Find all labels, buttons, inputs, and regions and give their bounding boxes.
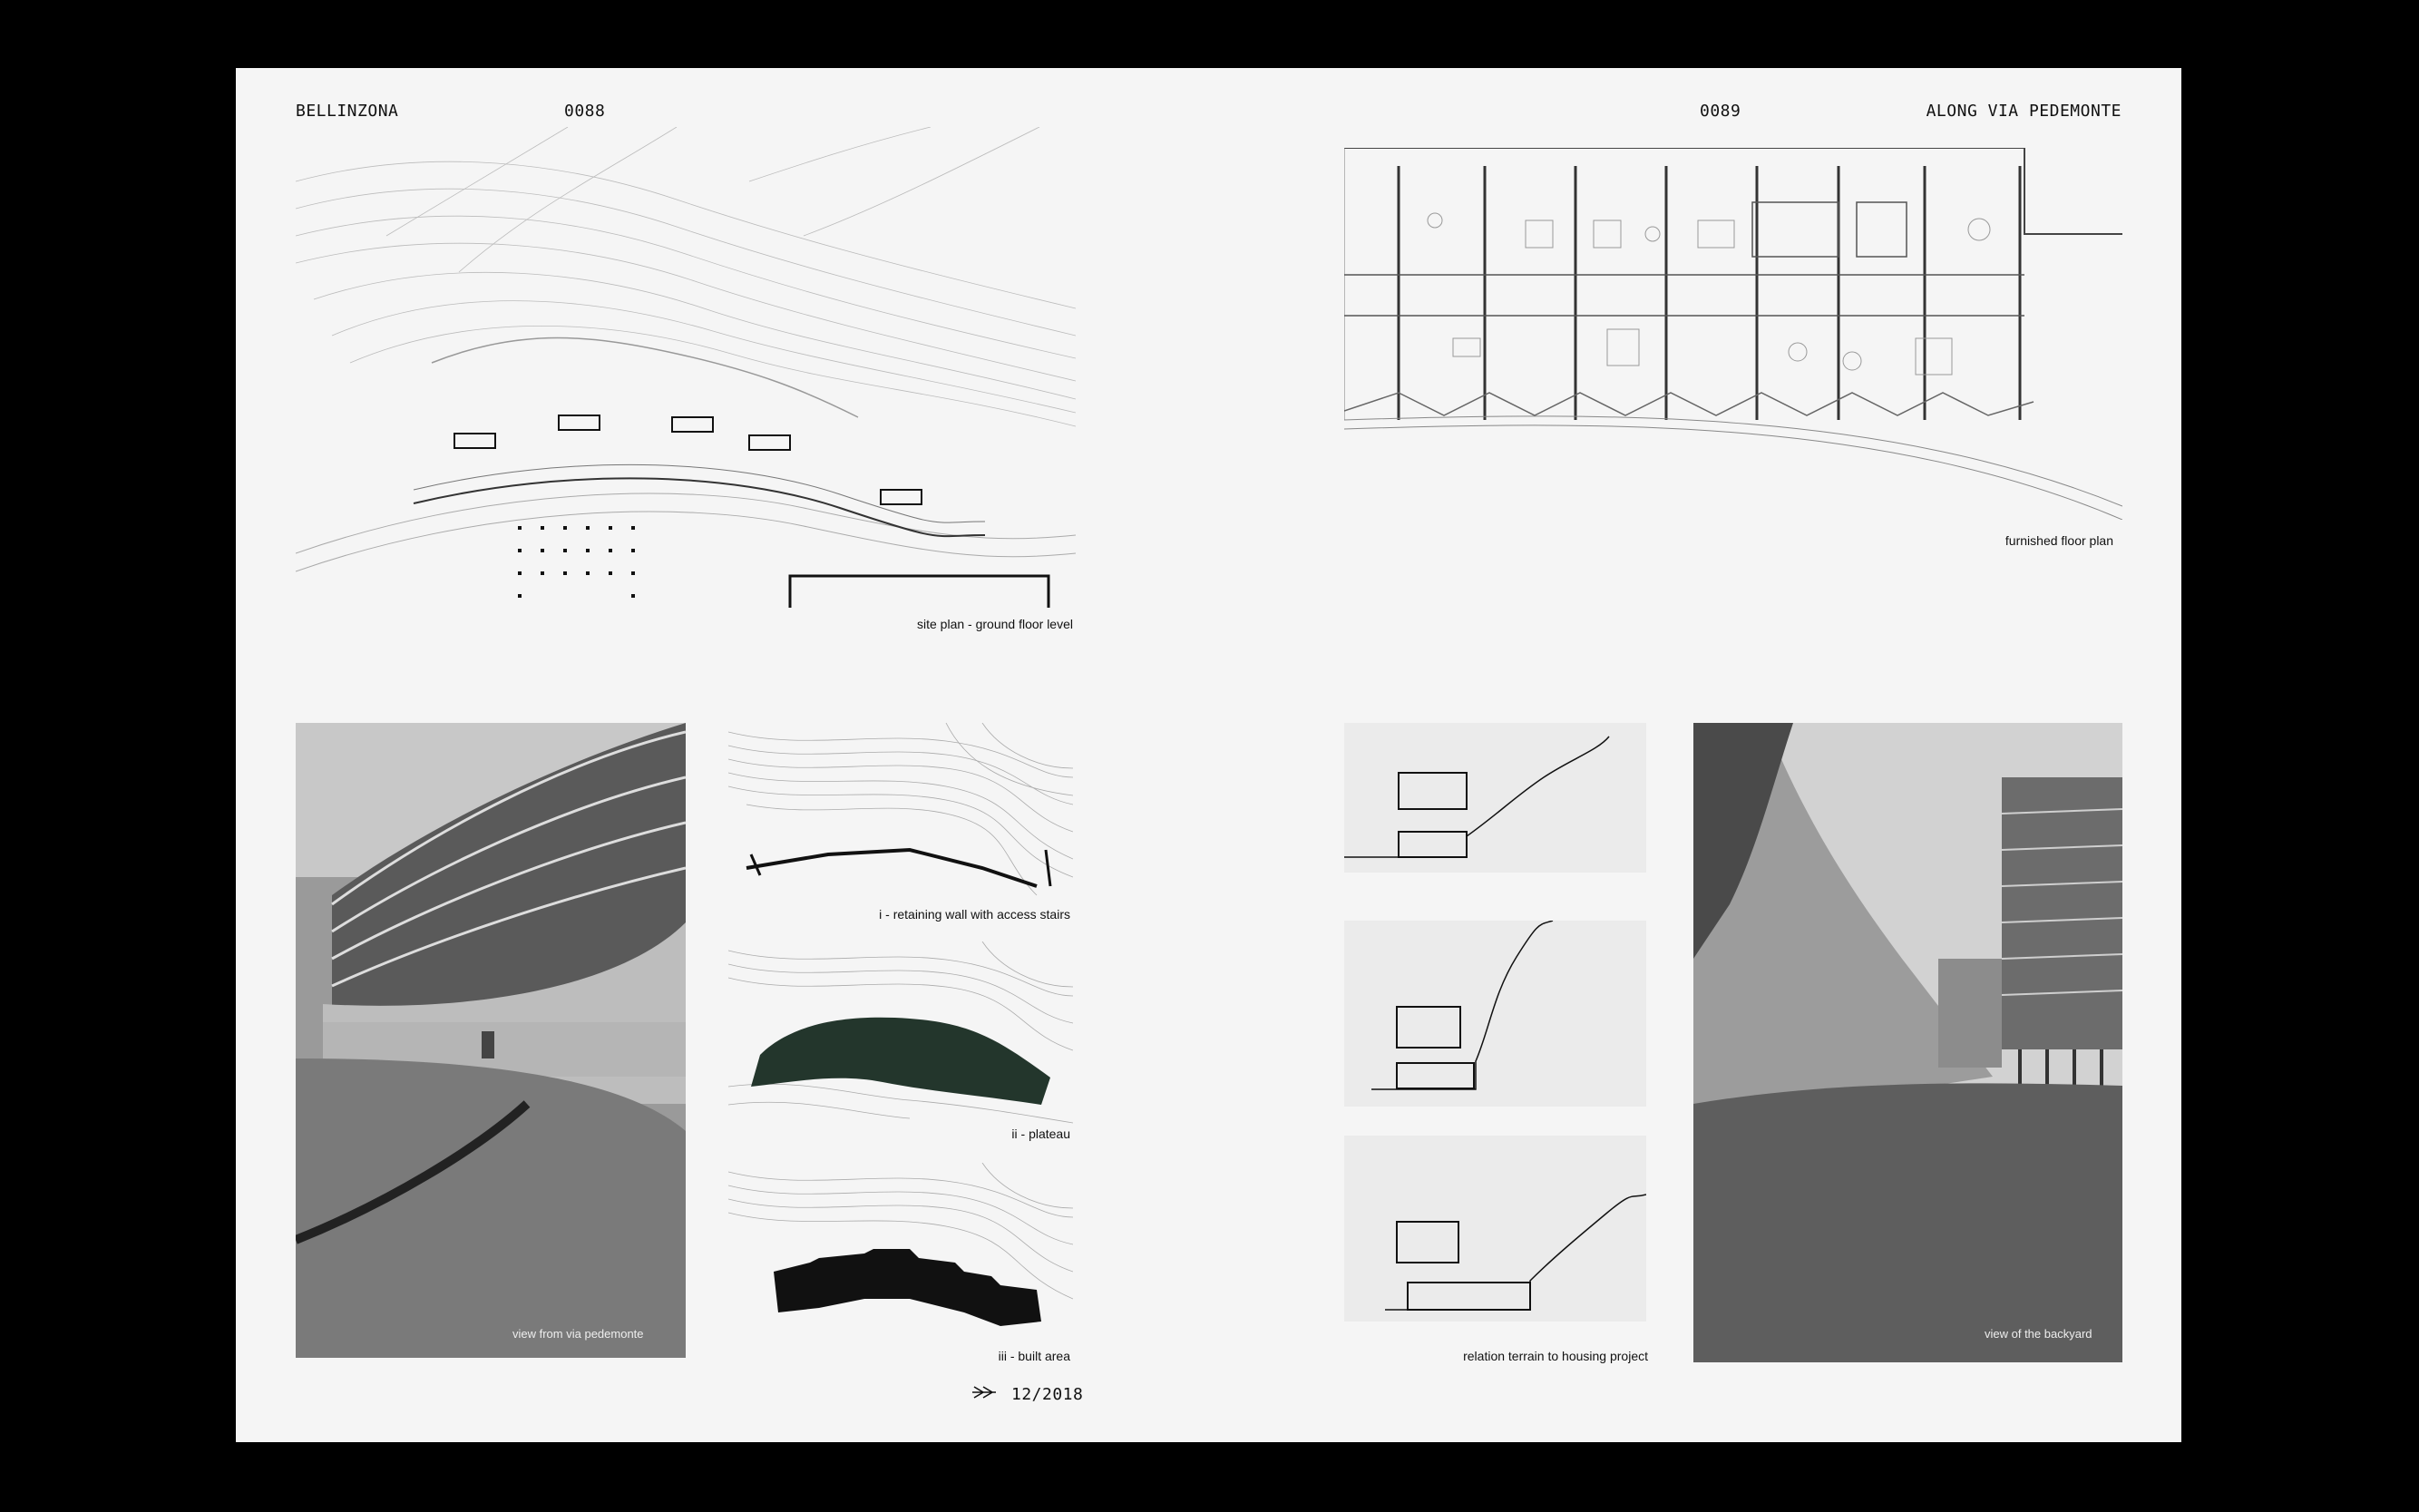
photo-backyard-caption: view of the backyard [1985, 1327, 2092, 1341]
diagram-retaining-wall [728, 723, 1073, 913]
section-diagram-2 [1344, 921, 1646, 1107]
diagram-2-caption: ii - plateau [1011, 1127, 1070, 1141]
left-running-title: BELLINZONA [296, 102, 399, 121]
diagram-built-area [728, 1163, 1073, 1353]
footer-arrow-icon [972, 1385, 998, 1400]
right-running-title: ALONG VIA PEDEMONTE [1926, 102, 2122, 121]
site-plan-drawing [296, 127, 1076, 608]
photo-via-caption: view from via pedemonte [512, 1327, 644, 1341]
section-diagram-1 [1344, 723, 1646, 873]
floor-plan-caption: furnished floor plan [2004, 533, 2113, 548]
footer-date: 12/2018 [1011, 1385, 1084, 1404]
sections-caption: relation terrain to housing project [1463, 1349, 1648, 1363]
magazine-spread: BELLINZONA 0088 0089 ALONG VIA PEDEMONTE [236, 68, 2181, 1442]
photo-backyard [1693, 723, 2122, 1362]
right-page-number: 0089 [1700, 102, 1741, 121]
diagram-3-caption: iii - built area [998, 1349, 1070, 1363]
left-page-number: 0088 [564, 102, 606, 121]
floor-plan-drawing [1344, 148, 2122, 520]
diagram-plateau [728, 941, 1073, 1132]
diagram-1-caption: i - retaining wall with access stairs [879, 907, 1070, 922]
site-plan-caption: site plan - ground floor level [917, 617, 1073, 631]
section-diagram-3 [1344, 1136, 1646, 1322]
photo-via-pedemonte [296, 723, 686, 1358]
